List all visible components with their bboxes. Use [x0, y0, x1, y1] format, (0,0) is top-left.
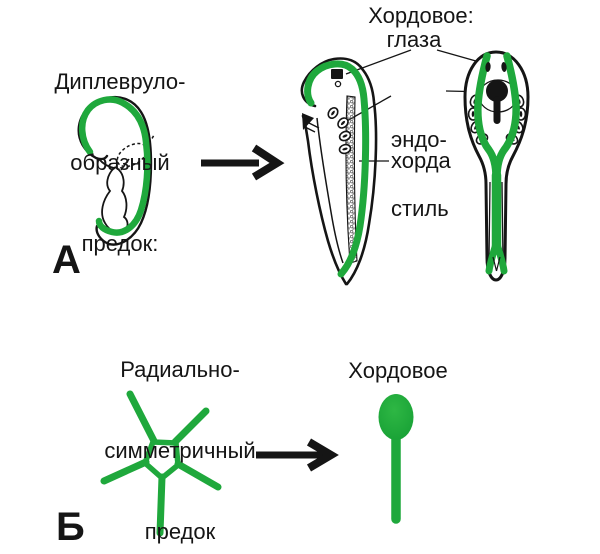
- panel-a-result-title: Хордовое:: [368, 3, 474, 28]
- panel-b-ancestor-title-line2: симметричный: [104, 438, 256, 463]
- panel-b-ancestor-title-line3: предок: [144, 519, 216, 544]
- panel-a-ancestor-title-line3: предок:: [81, 231, 159, 256]
- panel-b-ancestor-title: Радиально- симметричный предок: [78, 302, 282, 554]
- larva-front-green-fork-right: [493, 240, 508, 275]
- larva-side-outline-right: [300, 57, 378, 286]
- panel-a-artwork: [77, 49, 530, 286]
- dipleurula-figure: [77, 95, 155, 246]
- panel-a-ancestor-title: Диплевруло- образный предок:: [38, 14, 202, 311]
- star-ray-up: [126, 390, 158, 445]
- transition-arrow-a: [201, 144, 285, 181]
- larva-front-notch-lines: [492, 256, 501, 272]
- star-ray-down: [156, 473, 166, 537]
- larva-side-otolith: [334, 80, 342, 88]
- panel-b-marker: Б: [56, 505, 85, 549]
- star-ray-lower-left: [100, 458, 150, 485]
- annotation-endostyle-line2: стиль: [391, 196, 449, 221]
- chordate-larva-side-figure: [300, 57, 378, 286]
- larva-side-mouth-hatch: [304, 121, 320, 133]
- panel-b-artwork: [100, 390, 414, 537]
- larva-side-gill-slits: [327, 106, 352, 155]
- annotation-eyes: глаза: [386, 27, 442, 52]
- annotation-endostyle-line1: эндо-: [391, 127, 447, 152]
- larva-side-eye: [331, 69, 343, 79]
- star-ray-upper-right: [171, 407, 210, 446]
- larva-front-green-right: [493, 52, 520, 181]
- dipleurula-vase-line: [120, 158, 130, 171]
- panel-a-ancestor-title-line1: Диплевруло-: [54, 69, 186, 94]
- larva-side-green-band: [304, 60, 370, 278]
- larva-front-endostyle-blob: [486, 80, 508, 102]
- tadpole-head: [378, 394, 414, 440]
- arrow-b-head: [306, 438, 339, 472]
- dipleurula-gut-line: [98, 158, 115, 169]
- larva-side-inner-line: [316, 117, 344, 264]
- panel-a-marker: А: [52, 238, 81, 282]
- panel-b-ancestor-title-line1: Радиально-: [120, 357, 240, 382]
- annotation-endostyle: эндо- стиль: [391, 82, 461, 266]
- arrow-a-head: [251, 144, 285, 181]
- larva-front-endostyle-bar: [493, 96, 501, 124]
- larva-front-eye-right: [501, 62, 507, 72]
- panel-a-ancestor-title-line2: образный: [70, 150, 170, 175]
- larva-front-eye-left: [485, 62, 491, 72]
- dipleurula-outer-outline: [95, 95, 153, 246]
- larva-side-mouth: [302, 113, 314, 130]
- larva-side-outline-left: [301, 114, 348, 286]
- dipleurula-inner-vase: [101, 166, 129, 234]
- chordate-tadpole-figure: [378, 394, 414, 524]
- annotation-notochord: хорда: [391, 148, 451, 173]
- dipleurula-green-band: [79, 96, 151, 236]
- star-rays: [100, 390, 222, 537]
- transition-arrow-b: [256, 438, 339, 472]
- larva-front-green-left: [474, 52, 500, 181]
- star-ray-lower-right: [174, 460, 222, 491]
- larva-front-inner-tail-lines: [488, 181, 504, 261]
- radial-ancestor-figure: [100, 390, 222, 537]
- panel-b-result-title: Хордовое: [348, 358, 448, 383]
- chordate-larva-front-figure: [463, 50, 530, 282]
